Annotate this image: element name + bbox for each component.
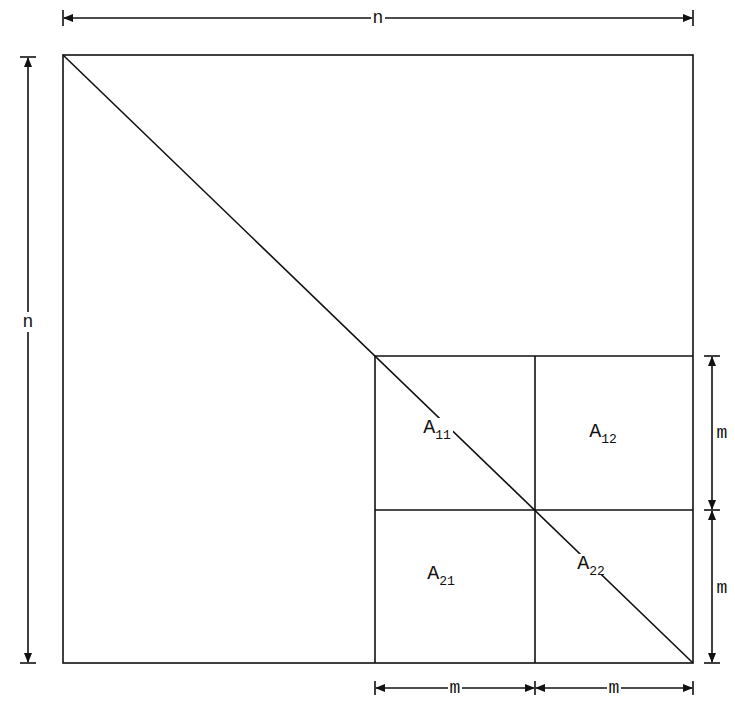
dimension-tick	[704, 509, 720, 511]
dimension-tick	[534, 681, 536, 695]
block-name: A	[577, 552, 589, 575]
dimension-label: n	[371, 8, 386, 28]
dimension-tick	[704, 662, 720, 664]
matrix-block: A22	[535, 510, 693, 663]
dimension-tick	[692, 10, 694, 26]
matrix-outline	[63, 55, 693, 663]
dimension-line	[711, 511, 713, 662]
dimension-line	[27, 58, 29, 662]
block-label: A22	[575, 554, 607, 574]
block-subscript: 21	[439, 574, 455, 589]
grid-line	[375, 509, 693, 511]
dimension-tick	[692, 681, 694, 695]
dimension-line	[711, 357, 713, 509]
dimension-tick	[374, 681, 376, 695]
diagonal-line	[63, 55, 693, 663]
dimension-label: m	[607, 678, 622, 698]
block-name: A	[589, 420, 601, 443]
block-subscript: 12	[601, 432, 617, 447]
block-label: A12	[587, 422, 619, 442]
block-label: A11	[421, 418, 453, 438]
matrix-block: A21	[375, 510, 535, 663]
dimension-tick	[62, 10, 64, 26]
dimension-tick	[20, 56, 36, 58]
dimension-label: m	[715, 423, 730, 443]
block-subscript: 11	[435, 428, 451, 443]
dimension-tick	[20, 662, 36, 664]
block-name: A	[423, 416, 435, 439]
block-name: A	[427, 562, 439, 585]
matrix-block: A12	[535, 356, 693, 510]
dimension-tick	[704, 355, 720, 357]
dimension-label: m	[448, 678, 463, 698]
block-label: A21	[425, 564, 457, 584]
matrix-block: A11	[375, 356, 535, 510]
grid-line	[375, 355, 693, 357]
dimension-label: m	[715, 578, 730, 598]
dimension-label: n	[21, 312, 36, 332]
block-subscript: 22	[589, 564, 605, 579]
